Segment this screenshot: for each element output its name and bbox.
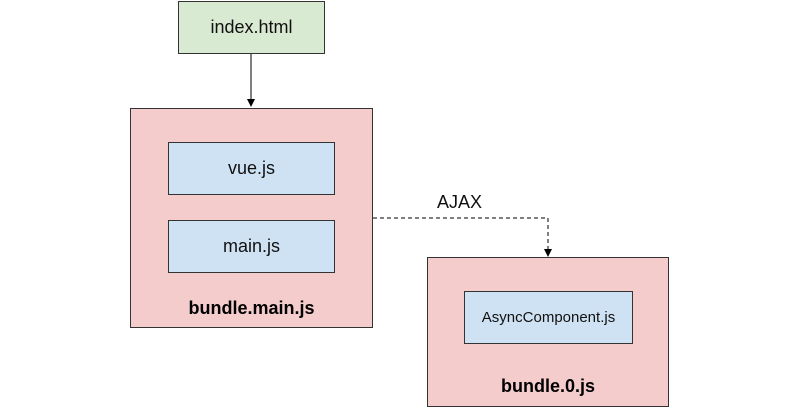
index-html-node: index.html	[178, 1, 325, 54]
bundle-main-node: vue.js main.js bundle.main.js	[130, 108, 373, 328]
vue-js-label: vue.js	[227, 158, 276, 178]
edge-bundle-main-to-bundle-0	[373, 217, 552, 257]
async-component-label: AsyncComponent.js	[481, 309, 616, 326]
bundle-main-label: bundle.main.js	[188, 298, 315, 318]
async-component-module: AsyncComponent.js	[464, 291, 633, 344]
bundle-0-label: bundle.0.js	[500, 376, 596, 396]
main-js-label: main.js	[222, 236, 280, 256]
index-html-label: index.html	[210, 17, 293, 37]
vue-js-module: vue.js	[168, 142, 335, 195]
bundle-0-node: AsyncComponent.js bundle.0.js	[427, 257, 669, 407]
ajax-edge-label: AJAX	[437, 192, 483, 212]
main-js-module: main.js	[168, 220, 335, 273]
